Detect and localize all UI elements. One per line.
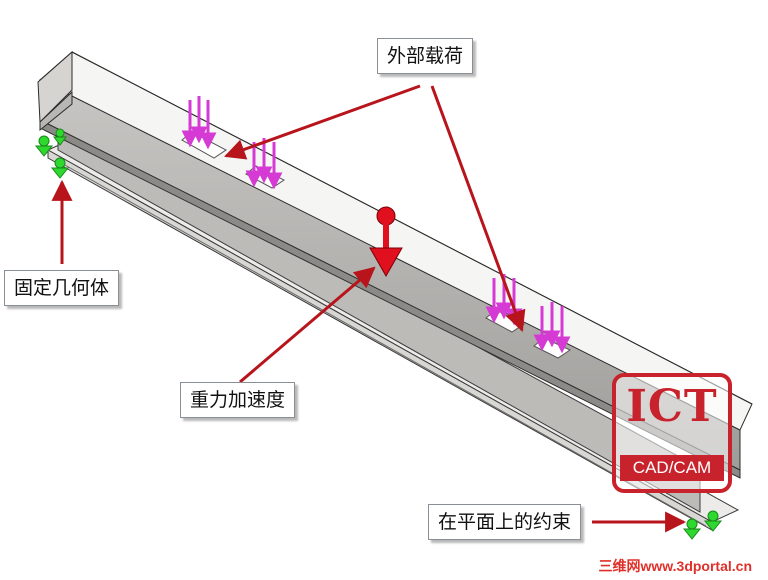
watermark: 三维网www.3dportal.cn: [598, 558, 753, 574]
gravity-arrow: [239, 266, 376, 384]
gravity-symbol: [369, 206, 403, 278]
logo-main-text: ICT: [626, 381, 718, 432]
logo-sub-text: CAD/CAM: [620, 455, 724, 481]
ict-logo: ICT CAD/CAM: [612, 373, 732, 493]
in-plane-constraint-label: 在平面上的约束: [428, 504, 582, 540]
external-load-arrow-2: [430, 85, 526, 332]
fixed-geometry-label: 固定几何体: [4, 270, 120, 306]
load-arrow-group-1: [181, 96, 217, 150]
external-load-arrow-1: [224, 84, 421, 160]
load-arrow-group-4: [533, 302, 571, 354]
fixed-geometry-symbols: [34, 128, 70, 179]
callout-arrows: [51, 84, 687, 533]
external-loads-label: 外部载荷: [377, 38, 474, 74]
i-beam: [37, 50, 753, 531]
external-load-arrows: [181, 96, 571, 354]
gravity-label: 重力加速度: [180, 382, 296, 418]
in-plane-constraint-symbols: [682, 510, 723, 540]
load-arrow-group-2: [245, 138, 283, 190]
